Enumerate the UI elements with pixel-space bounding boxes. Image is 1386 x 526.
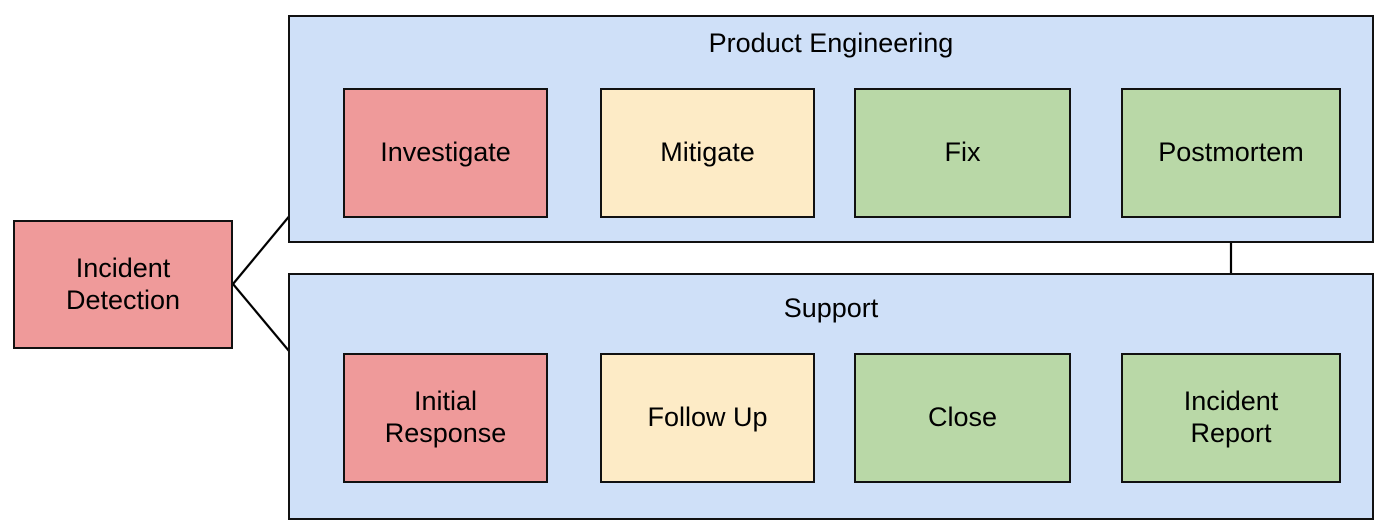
swimlane-title-product-engineering: Product Engineering: [708, 28, 954, 58]
node-label: Postmortem: [1158, 137, 1304, 168]
node-label-line1: Incident: [75, 252, 171, 283]
node-label-line2: Detection: [65, 284, 181, 315]
node-label: Investigate: [380, 137, 511, 168]
node-initial-response[interactable]: Initial Response: [343, 353, 548, 483]
node-label-line2: Report: [1190, 418, 1272, 448]
node-mitigate[interactable]: Mitigate: [600, 88, 815, 218]
node-label: Follow Up: [647, 402, 768, 433]
node-label: Mitigate: [660, 137, 755, 168]
node-postmortem[interactable]: Postmortem: [1121, 88, 1341, 218]
node-label-line2: Response: [384, 418, 507, 448]
node-incident-report[interactable]: Incident Report: [1121, 353, 1341, 483]
node-label: Fix: [944, 137, 981, 168]
node-label-line1: Incident: [1183, 386, 1279, 417]
node-label: Close: [927, 402, 998, 433]
node-fix[interactable]: Fix: [854, 88, 1071, 218]
swimlane-title-support: Support: [783, 293, 879, 323]
node-follow-up[interactable]: Follow Up: [600, 353, 815, 483]
node-label-line1: Initial: [413, 386, 478, 417]
node-investigate[interactable]: Investigate: [343, 88, 548, 218]
node-incident-detection[interactable]: Incident Detection: [13, 220, 233, 349]
node-close[interactable]: Close: [854, 353, 1071, 483]
